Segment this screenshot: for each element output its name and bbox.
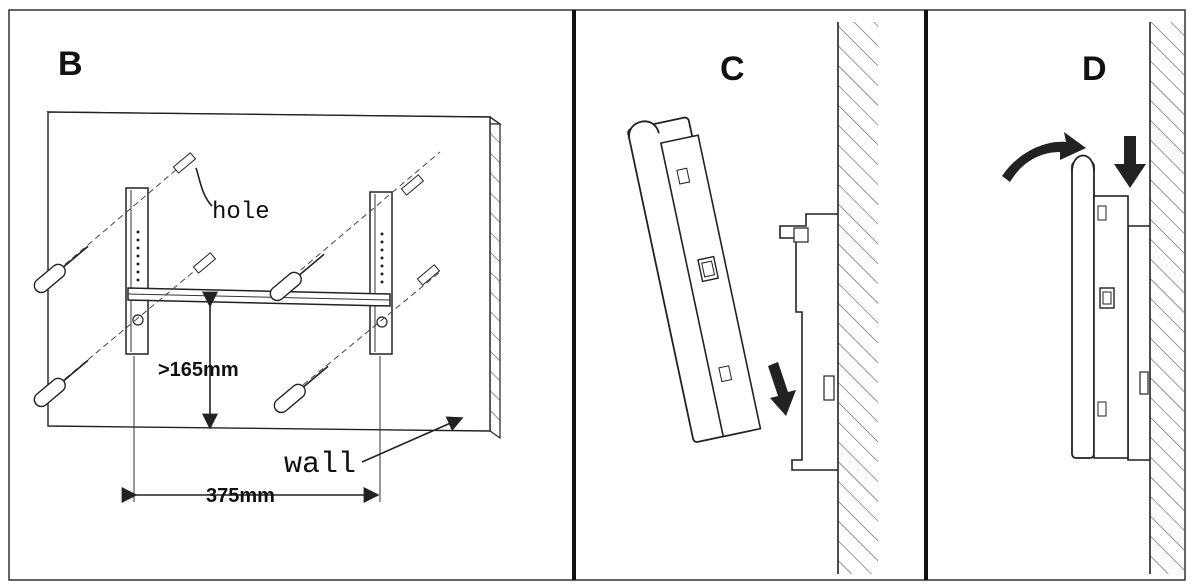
bracket-right-rail (369, 191, 393, 355)
panel-c: C (627, 22, 878, 574)
screw-bottom-right (273, 365, 329, 414)
wall-bracket-c-latch (823, 375, 835, 401)
wall-bracket-c-clip (793, 227, 809, 243)
screw-path-bottom-left (41, 257, 211, 399)
wall-c (838, 22, 878, 574)
hole-label: hole (212, 199, 270, 226)
screw-path-top-left (41, 157, 191, 285)
device-d (1071, 154, 1129, 459)
anchor-plug-1 (172, 152, 197, 174)
panel-b: B (33, 45, 502, 507)
panel-c-label: C (720, 50, 745, 88)
screw-top-left (33, 245, 89, 294)
wall-d (1150, 22, 1184, 574)
width-dim-label: 375mm (206, 485, 275, 507)
wall-label: wall (284, 448, 356, 482)
device-c (627, 116, 762, 443)
curved-push-arrow (1002, 132, 1086, 182)
screw-bottom-left (33, 359, 89, 408)
panel-d-label: D (1082, 50, 1107, 88)
screw-path-top-right (269, 151, 441, 297)
anchor-plug-2 (400, 174, 425, 196)
panel-d: D (1002, 22, 1184, 574)
bracket-left-rail (125, 187, 149, 355)
wall-bracket-d (1127, 225, 1150, 461)
press-down-arrow (1114, 136, 1146, 188)
outer-frame (8, 9, 1186, 581)
screw-top-right (269, 253, 325, 302)
bracket-crossbar (127, 287, 391, 307)
height-dim-label: >165mm (158, 359, 239, 381)
anchor-plug-3 (192, 252, 217, 274)
slide-down-arrow (768, 362, 796, 416)
panel-b-label: B (58, 45, 83, 83)
screw-path-bottom-right (279, 271, 441, 405)
wall-bracket-d-latch (1139, 371, 1149, 395)
hole-leader (195, 167, 213, 207)
width-dimension (121, 356, 381, 503)
wall-bracket-c (779, 213, 838, 471)
wall-leader (361, 416, 464, 463)
anchor-plug-4 (416, 264, 441, 286)
